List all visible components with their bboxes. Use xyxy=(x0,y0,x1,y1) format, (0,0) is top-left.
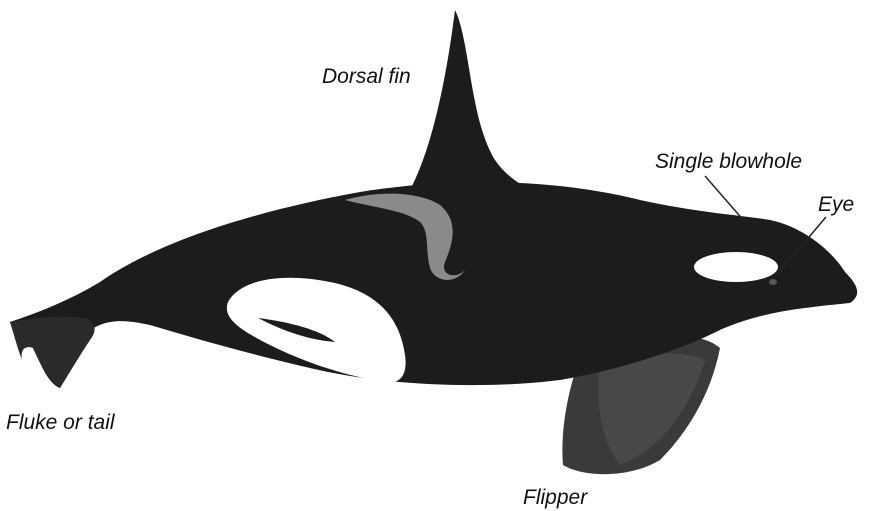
label-eye: Eye xyxy=(818,194,854,215)
label-fluke-or-tail: Fluke or tail xyxy=(6,412,115,433)
label-flipper: Flipper xyxy=(523,487,587,508)
fluke-shape xyxy=(10,317,95,388)
label-dorsal-fin: Dorsal fin xyxy=(322,66,411,87)
eye-patch xyxy=(694,252,778,282)
eye-icon xyxy=(769,279,777,285)
label-single-blowhole: Single blowhole xyxy=(655,151,802,172)
dorsal-fin-shape xyxy=(412,10,540,195)
